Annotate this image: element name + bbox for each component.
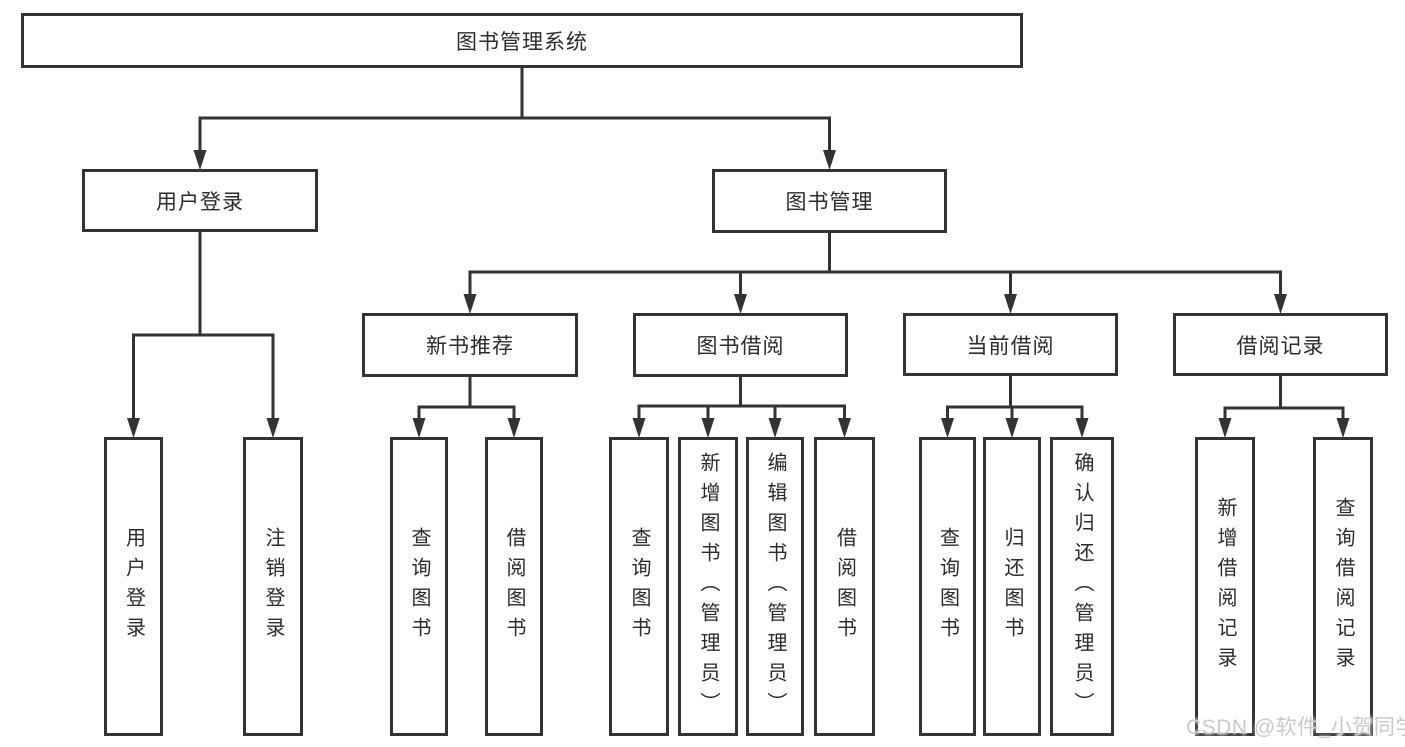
- node-logout: 注销登录: [243, 437, 303, 736]
- node-borrow-records: 借阅记录: [1173, 313, 1388, 376]
- node-br-query: 查询借阅记录: [1313, 437, 1373, 736]
- node-br-add: 新增借阅记录: [1195, 437, 1255, 736]
- node-cb-return: 归还图书: [983, 437, 1041, 736]
- node-bb-edit: 编辑图书（管理员）: [746, 437, 804, 736]
- node-user-login-group: 用户登录: [82, 169, 318, 232]
- node-new-book-rec: 新书推荐: [362, 313, 578, 377]
- node-cb-query: 查询图书: [919, 437, 976, 736]
- node-nbr-query: 查询图书: [390, 437, 448, 736]
- node-book-mgmt: 图书管理: [712, 169, 947, 233]
- node-root: 图书管理系统: [21, 13, 1023, 68]
- watermark-text: CSDN @软件_小贺同学: [1186, 716, 1405, 739]
- node-bb-borrow: 借阅图书: [814, 437, 875, 736]
- node-login: 用户登录: [104, 437, 163, 736]
- node-book-borrow: 图书借阅: [633, 313, 848, 377]
- node-cb-confirm: 确认归还（管理员）: [1050, 437, 1114, 736]
- node-bb-add: 新增图书（管理员）: [678, 437, 738, 736]
- node-bb-query: 查询图书: [609, 437, 669, 736]
- node-current-borrow: 当前借阅: [903, 313, 1118, 376]
- node-nbr-borrow: 借阅图书: [485, 437, 543, 736]
